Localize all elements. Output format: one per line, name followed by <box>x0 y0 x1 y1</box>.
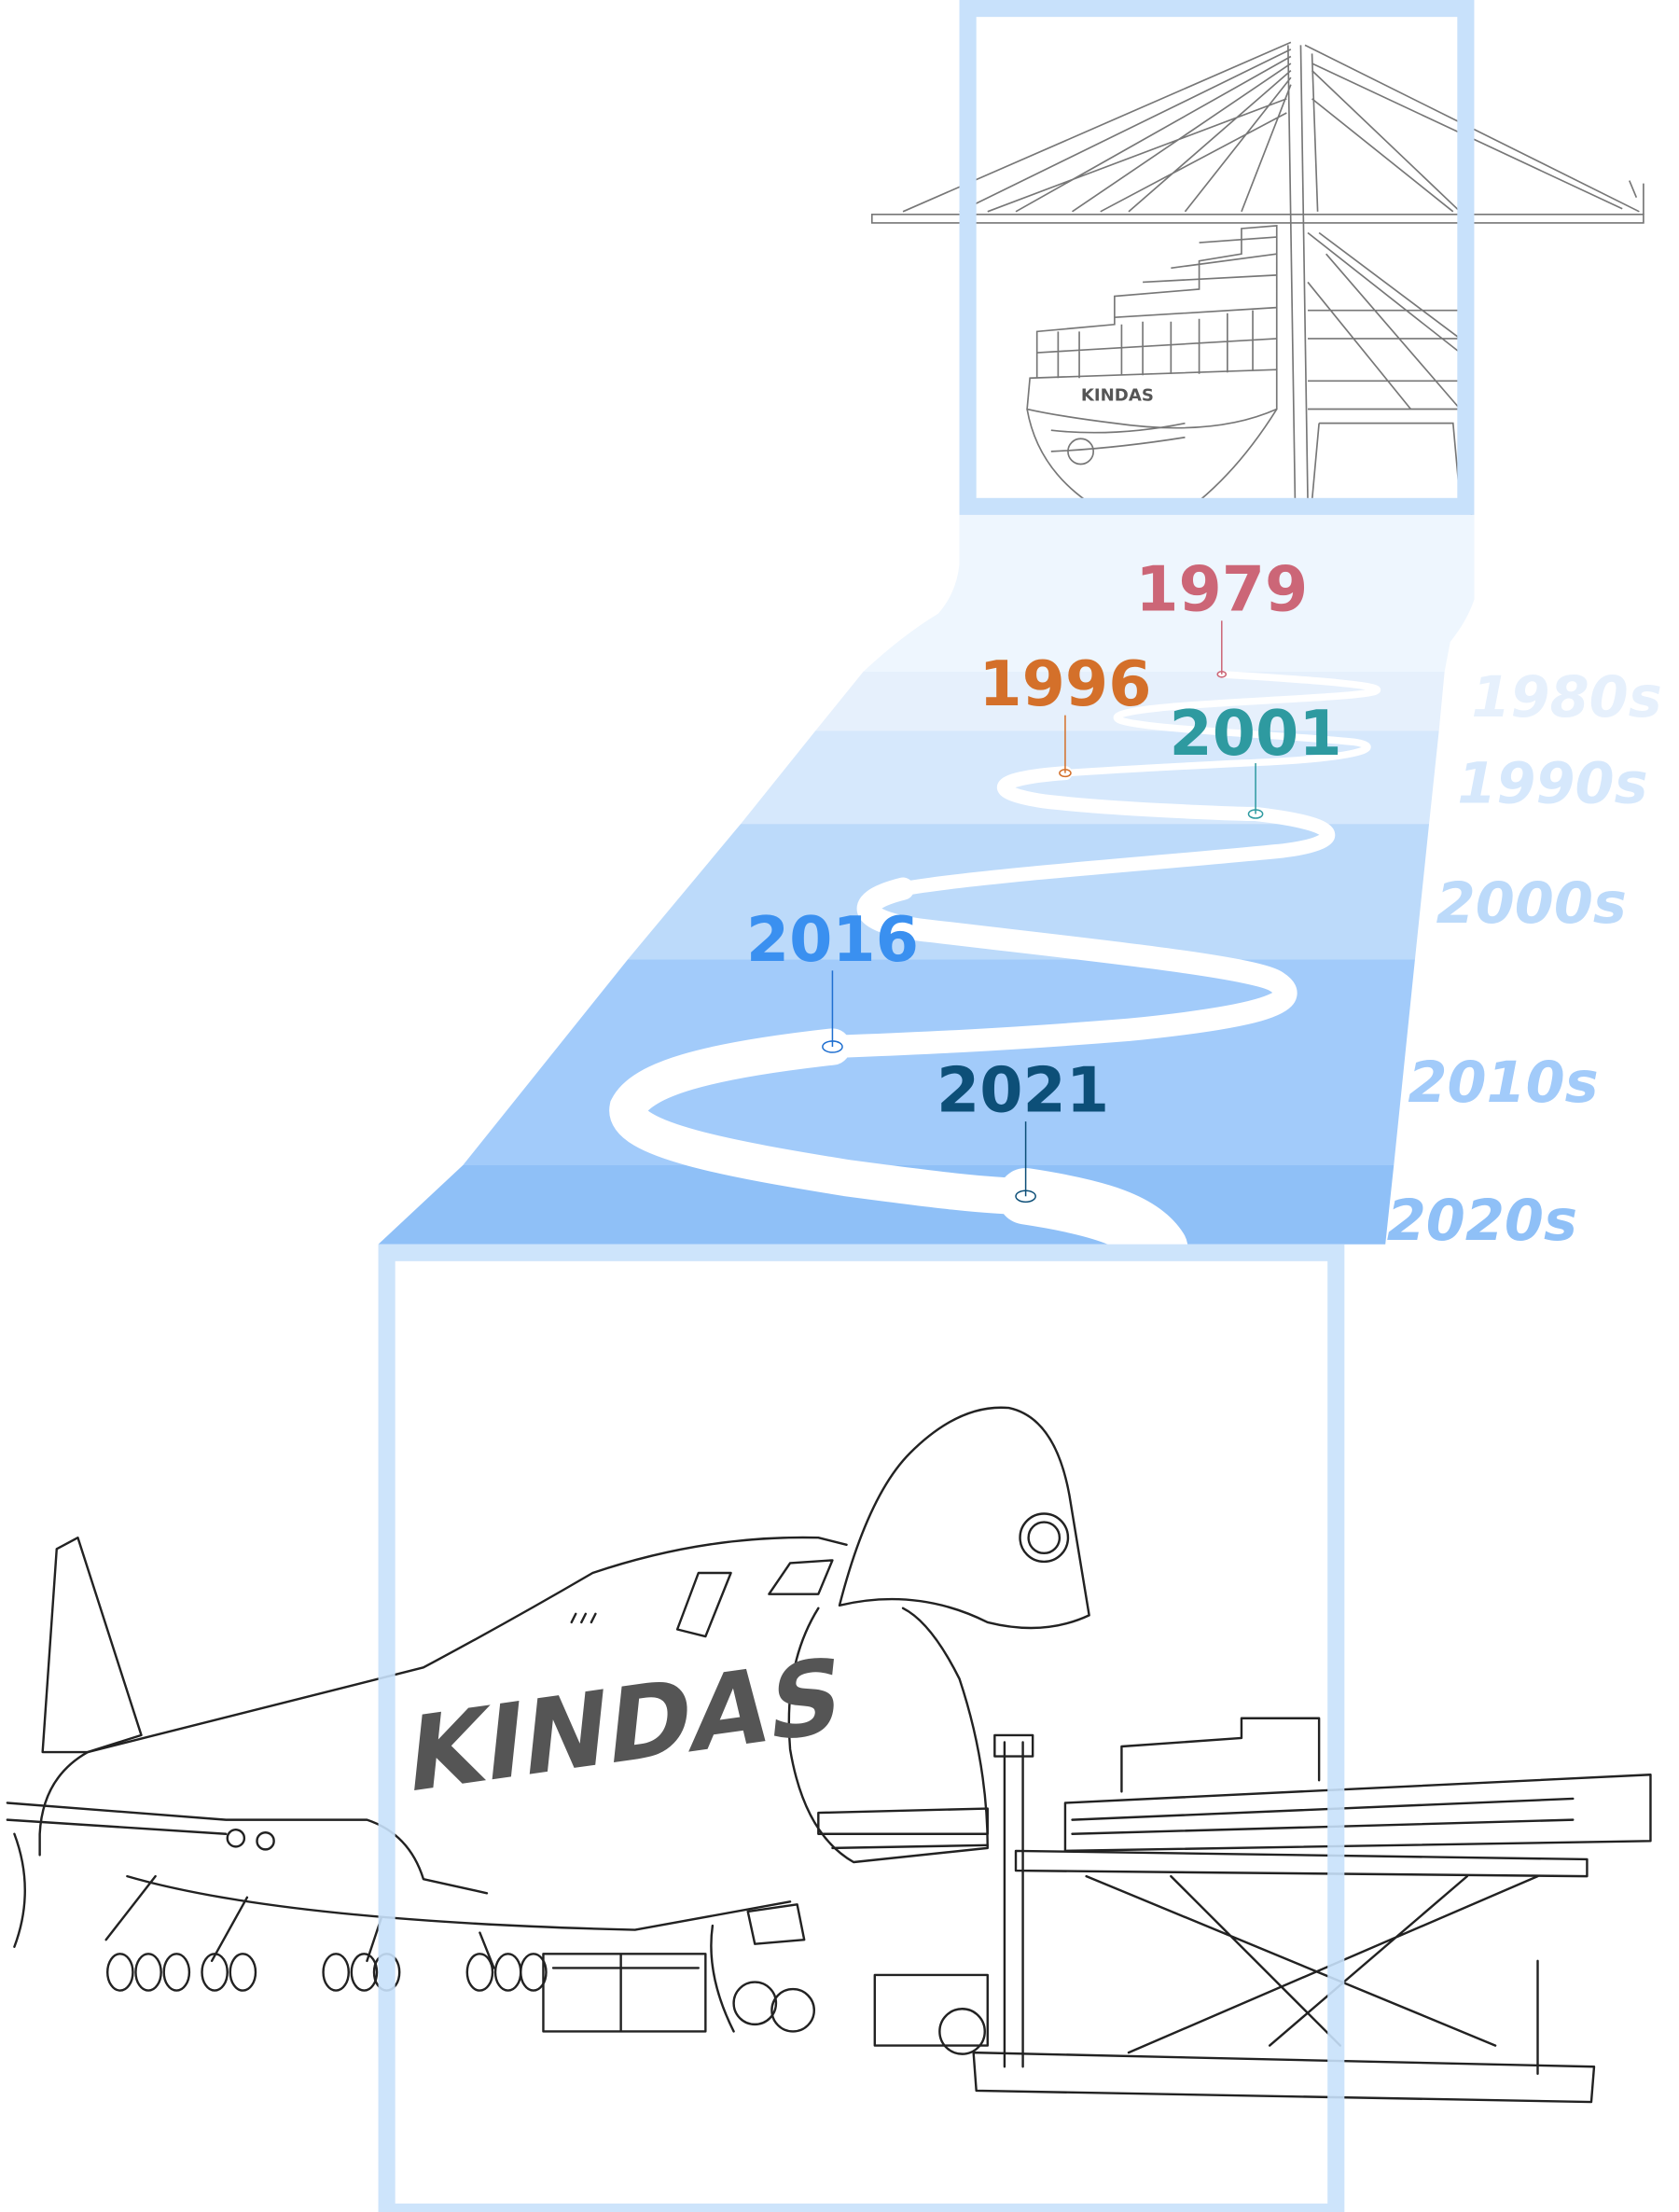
year-2001: 2001 <box>1170 697 1342 770</box>
container-ship: KINDAS <box>1026 225 1278 502</box>
bottom-frame <box>378 1244 1345 2212</box>
cargo-plane-illustration: KINDAS <box>6 1406 1652 2104</box>
decade-2020s: 2020s <box>1387 1189 1577 1254</box>
band-1980s <box>815 671 1445 731</box>
pin-2001 <box>1247 763 1264 819</box>
year-2016: 2016 <box>746 903 919 976</box>
pin-1979 <box>1216 620 1228 678</box>
decade-2000s: 2000s <box>1436 871 1627 937</box>
year-1979: 1979 <box>1135 553 1308 626</box>
milestone-pins <box>822 620 1264 1203</box>
ship-brand-text: KINDAS <box>1081 385 1154 405</box>
band-top <box>863 514 1475 672</box>
landing-gear <box>106 1953 548 1992</box>
year-1996: 1996 <box>978 647 1151 720</box>
top-frame <box>959 0 1475 515</box>
pin-1996 <box>1059 715 1072 778</box>
year-2021: 2021 <box>937 1054 1109 1127</box>
ship-crane-illustration: KINDAS <box>870 41 1644 515</box>
band-1990s <box>741 730 1439 825</box>
decade-1980s: 1980s <box>1471 665 1661 730</box>
pin-2021 <box>1015 1121 1036 1203</box>
ground-equipment <box>542 1717 1652 2104</box>
decade-2010s: 2010s <box>1408 1050 1598 1116</box>
cargo-plane <box>6 1406 1090 1992</box>
road <box>609 671 1381 1277</box>
crane <box>870 41 1644 515</box>
decade-1990s: 1990s <box>1457 751 1647 816</box>
plane-brand-text: KINDAS <box>402 1635 848 1816</box>
band-2010s <box>463 959 1415 1166</box>
pin-2016 <box>822 970 843 1053</box>
